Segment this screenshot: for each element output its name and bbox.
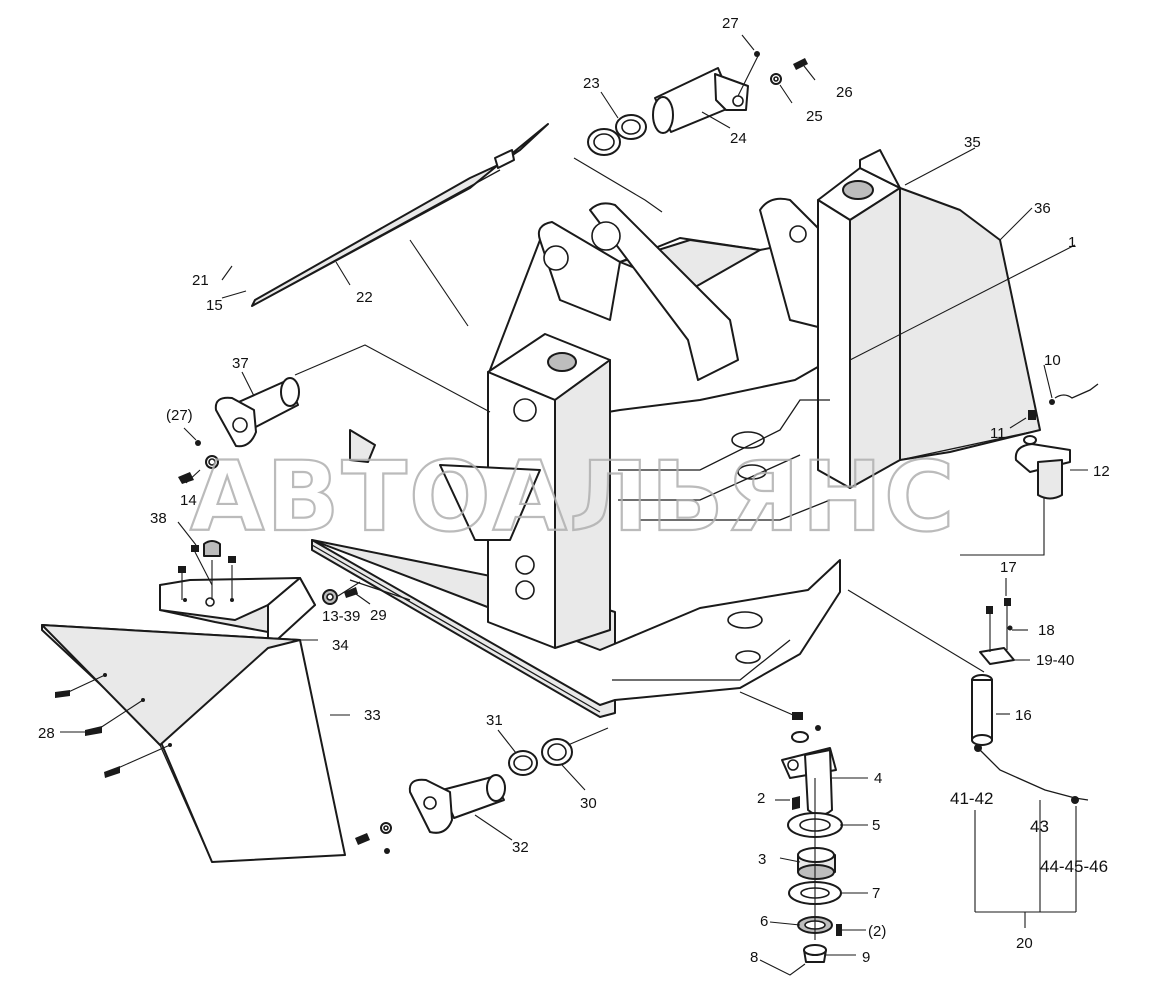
label-36: 36 (1034, 200, 1051, 217)
label-4: 4 (874, 770, 882, 787)
label-31: 31 (486, 712, 503, 729)
label-3: 3 (758, 851, 766, 868)
pin-24-assembly (573, 51, 808, 213)
label-26: 26 (836, 84, 853, 101)
label-6: 6 (760, 913, 768, 930)
label-43: 43 (1030, 817, 1049, 836)
label-13-39: 13-39 (322, 608, 360, 625)
label-14: 14 (180, 492, 197, 509)
label-1: 1 (1068, 234, 1076, 251)
label-20: 20 (1016, 935, 1033, 952)
bottom-stack-parts (739, 691, 843, 963)
label-23: 23 (583, 75, 600, 92)
label-37: 37 (232, 355, 249, 372)
watermark-text: АВТОАЛЬЯНС (190, 441, 956, 553)
label-22: 22 (356, 289, 373, 306)
counterweight-36 (859, 149, 1041, 461)
label-33: 33 (364, 707, 381, 724)
label-2: 2 (757, 790, 765, 807)
label-5: 5 (872, 817, 880, 834)
callout-labels: 1 2 (2) 3 4 5 6 7 8 9 10 11 12 13-39 14 … (38, 15, 1110, 966)
label-41-42: 41-42 (950, 789, 993, 808)
label-11: 11 (990, 425, 1006, 442)
label-18: 18 (1038, 622, 1055, 639)
label-38: 38 (150, 510, 167, 527)
bracket-34 (159, 540, 316, 649)
label-27: 27 (722, 15, 739, 32)
label-24: 24 (730, 130, 747, 147)
main-frame-1 (311, 167, 901, 718)
label-8: 8 (750, 949, 758, 966)
pin-32-assembly (355, 727, 609, 854)
label-30: 30 (580, 795, 597, 812)
label-9: 9 (862, 949, 870, 966)
pin-37-assembly (178, 344, 491, 484)
label-35: 35 (964, 134, 981, 151)
label-27b: (27) (166, 407, 193, 424)
label-44-45-46: 44-45-46 (1040, 857, 1108, 876)
bolts-13-29 (322, 581, 361, 605)
label-29: 29 (370, 607, 387, 624)
label-15: 15 (206, 297, 223, 314)
label-32: 32 (512, 839, 529, 856)
label-21: 21 (192, 272, 209, 289)
label-28: 28 (38, 725, 55, 742)
label-7: 7 (872, 885, 880, 902)
label-12: 12 (1093, 463, 1110, 480)
callout-leaders (60, 34, 1088, 976)
label-10: 10 (1044, 352, 1061, 369)
label-2b: (2) (868, 923, 886, 940)
guard-plate-33 (41, 624, 346, 863)
label-25: 25 (806, 108, 823, 125)
cover-plate-22 (251, 123, 549, 327)
label-16: 16 (1015, 707, 1032, 724)
right-components (847, 383, 1099, 928)
label-34: 34 (332, 637, 349, 654)
label-17: 17 (1000, 559, 1017, 576)
label-19-40: 19-40 (1036, 652, 1074, 669)
